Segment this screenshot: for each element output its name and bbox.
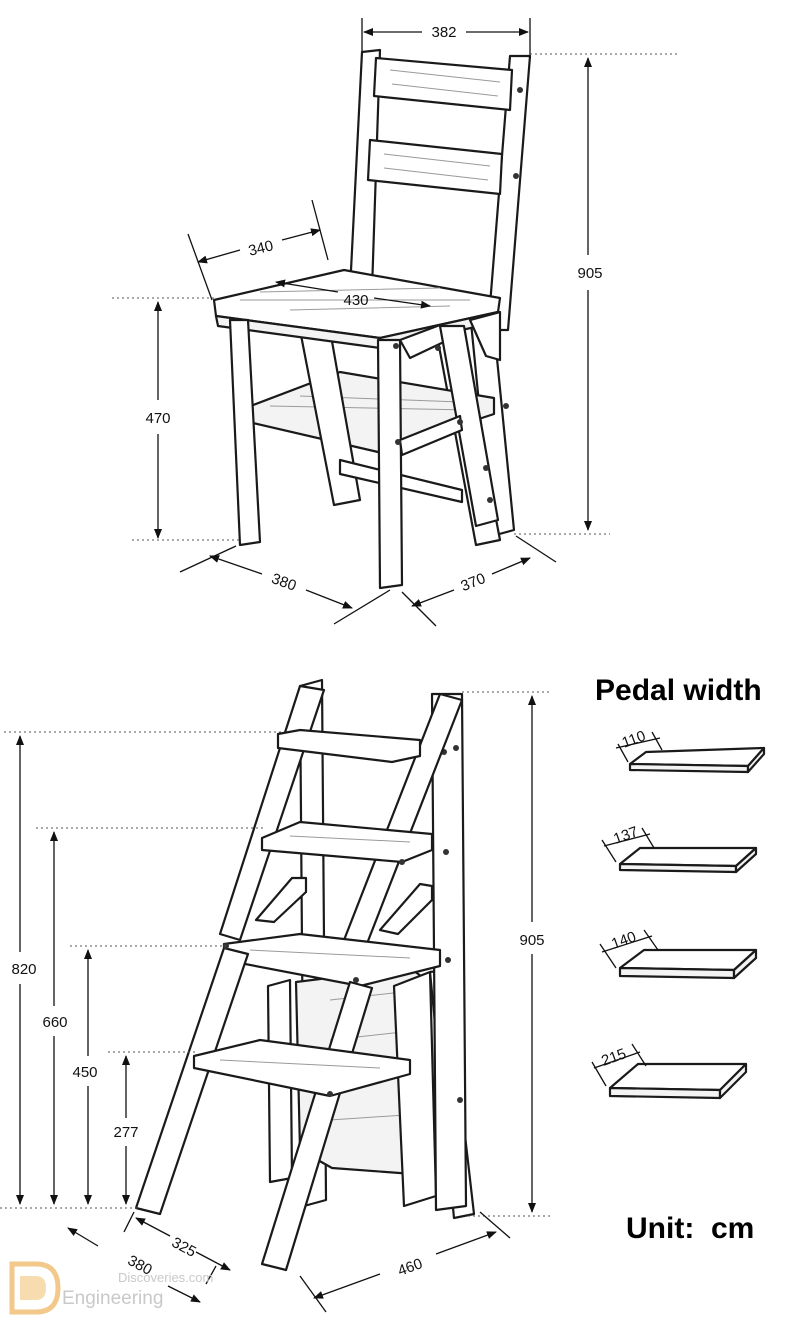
pedal-1-width: 110 [620, 727, 648, 751]
dim-chair-base-width: 380 [269, 570, 298, 595]
pedal-1: 110 [615, 727, 766, 774]
pedal-section-title: Pedal width [595, 674, 762, 707]
dim-chair-total-height: 905 [577, 265, 602, 282]
pedal-4: 215 [591, 1043, 748, 1100]
dim-ladder-total-height: 905 [519, 932, 544, 949]
watermark-line2: Engineering [62, 1288, 163, 1309]
ladder-front-left-rail [134, 946, 250, 1216]
chair-illustration [212, 48, 532, 590]
ladder-illustration [134, 678, 476, 1272]
pedal-3: 140 [599, 928, 758, 980]
chair-front-right-leg [376, 338, 404, 590]
dim-chair-seat-depth: 340 [247, 237, 275, 260]
pedal-2: 137 [601, 823, 758, 874]
chair-back-right-post [486, 54, 532, 332]
dim-step3-height: 660 [42, 1014, 67, 1031]
unit-label: Unit: cm [626, 1212, 754, 1245]
pedal-2-width: 137 [611, 823, 640, 848]
chair-middle-rail [366, 138, 504, 196]
ladder-step-4 [276, 728, 422, 764]
ladder-right-rail [430, 692, 468, 1212]
pedal-4-width: 215 [599, 1045, 628, 1070]
dim-step4-height: 820 [11, 961, 36, 978]
watermark-line1: Discoveries.com [118, 1270, 213, 1285]
pedal-3-width: 140 [609, 928, 638, 953]
dim-chair-base-depth: 370 [458, 570, 488, 595]
watermark-logo-icon [9, 1261, 61, 1315]
pedal-section: Pedal width 110 137 [591, 674, 766, 1245]
dim-step2-height: 450 [72, 1064, 97, 1081]
watermark: Discoveries.com Engineering [9, 1261, 213, 1315]
chair-top-rail [372, 56, 514, 112]
dim-step-depth: 325 [169, 1234, 199, 1261]
chair-front-left-leg [228, 318, 262, 547]
ladder-step-1 [192, 1038, 412, 1098]
dim-step1-height: 277 [113, 1124, 138, 1141]
dim-chair-seat-height: 470 [145, 410, 170, 427]
dim-chair-seat-width: 430 [343, 292, 368, 309]
ladder-step-3 [260, 820, 434, 864]
dim-ladder-base-length: 460 [396, 1255, 425, 1280]
dim-chair-top-width: 382 [431, 24, 456, 41]
